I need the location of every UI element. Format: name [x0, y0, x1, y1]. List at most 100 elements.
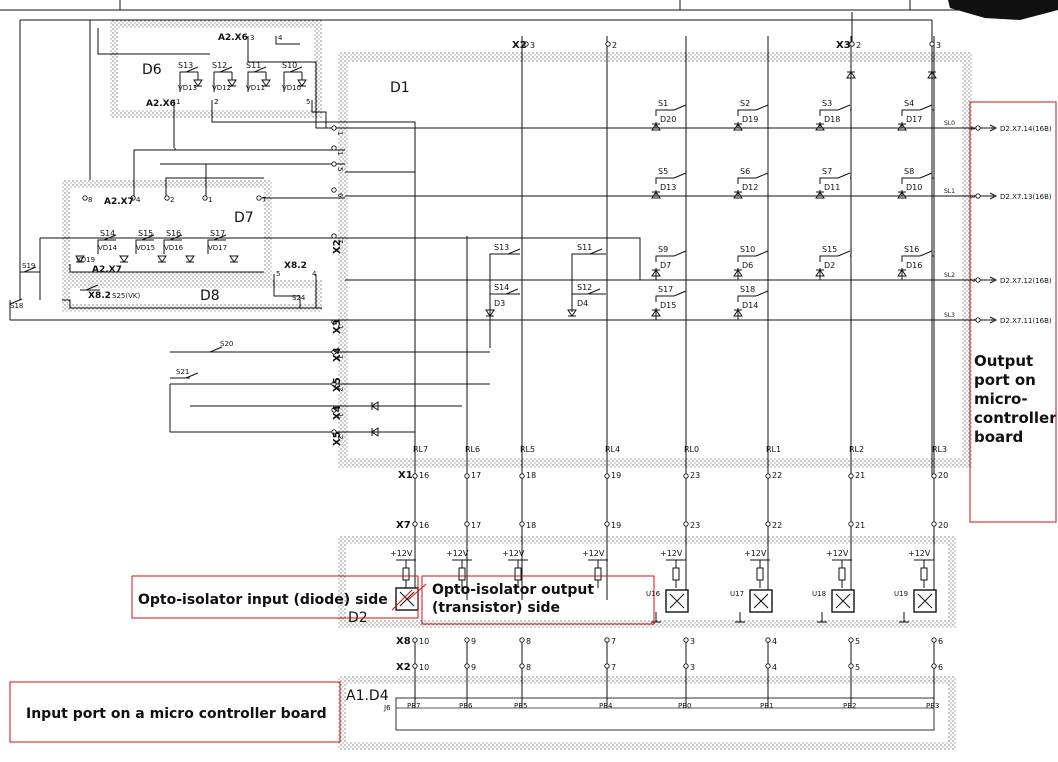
x1-pin-number: 21: [855, 471, 865, 480]
a2x7-pin: 1: [208, 196, 212, 204]
diode-label: D4: [577, 299, 588, 308]
diode-label: D15: [660, 301, 676, 310]
d6-wire: [283, 71, 302, 92]
d7-switch-label: S17: [210, 229, 225, 238]
d7-diode: [185, 255, 195, 263]
switch-label: S4: [904, 99, 914, 108]
return-line-label: RL3: [932, 445, 947, 454]
x2-pin-number: 8: [526, 663, 531, 672]
output-pin: [975, 277, 981, 283]
x7-pin-number: 22: [772, 521, 782, 530]
matrix-switch: [673, 290, 687, 297]
x2-pin: [931, 663, 937, 669]
d6-diode-label: VD13: [178, 84, 197, 92]
top-pin: 2: [612, 41, 617, 50]
diode-top-1: [846, 71, 856, 79]
d7-switch-label: S14: [100, 229, 115, 238]
left-port-pin: [331, 187, 337, 193]
diode-label: D14: [742, 301, 758, 310]
opto-label: U19: [894, 590, 908, 598]
opto-line: [669, 593, 685, 609]
port-bit-label: PB1: [760, 702, 773, 710]
x8-pin: [604, 637, 610, 643]
switch-label: S2: [740, 99, 750, 108]
left-port-pin: [331, 407, 337, 413]
left-port-pin-number: 5: [336, 167, 344, 171]
output-pin: [975, 193, 981, 199]
matrix-diode: [651, 123, 661, 131]
wire: [62, 299, 322, 309]
x7-pin: [683, 521, 689, 527]
x1-pin: [519, 473, 525, 479]
opto-output-annotation: Opto-isolator output: [432, 582, 594, 598]
matrix-switch: [919, 250, 933, 257]
j6-label: J6: [383, 704, 391, 712]
left-port-pin-number: 1: [336, 355, 344, 359]
pullup-resistor: [458, 567, 466, 581]
scan-line-label: SL0: [944, 120, 955, 127]
d6-diode-label: VD11: [246, 84, 265, 92]
return-line-label: RL1: [766, 445, 781, 454]
wire: [273, 274, 301, 308]
x2-mid-label: X2: [332, 239, 343, 254]
x7-pin: [464, 521, 470, 527]
pullup-resistor: [838, 567, 846, 581]
d7-switch-label: S15: [138, 229, 153, 238]
opto-line: [835, 593, 851, 609]
switch-label: S18: [740, 285, 755, 294]
x8-pin: [519, 637, 525, 643]
diode-label: D20: [660, 115, 676, 124]
opto-output-annotation: (transistor) side: [432, 600, 560, 616]
vd19-diode: [75, 255, 85, 263]
x4-label: X4: [332, 347, 343, 362]
switch-label: S3: [822, 99, 832, 108]
d7-wire: [207, 239, 226, 254]
opto-line: [753, 593, 769, 609]
wire: [211, 100, 416, 168]
supply-label: +12V: [826, 549, 849, 558]
switch-label: S16: [904, 245, 919, 254]
port-bit-label: PB3: [926, 702, 939, 710]
supply-label: +12V: [744, 549, 767, 558]
x7-pin-number: 21: [855, 521, 865, 530]
x8-pin-number: 10: [419, 637, 429, 646]
switch-label: S19: [22, 262, 35, 270]
x1-pin: [412, 473, 418, 479]
x7-pin: [765, 521, 771, 527]
x2-pin-number: 4: [772, 663, 777, 672]
switch-label: S11: [577, 243, 592, 252]
matrix-switch: [755, 290, 769, 297]
x82-label: X8.2: [284, 261, 307, 271]
matrix-diode: [651, 269, 661, 277]
d7-label: D7: [234, 210, 254, 226]
matrix-diode: [815, 123, 825, 131]
output-port-annotation: controller: [974, 409, 1057, 427]
x4-label: X4: [332, 405, 343, 420]
wire: [174, 148, 345, 151]
d7-switch: [169, 234, 183, 241]
switch-label: S13: [494, 243, 509, 252]
switch-label: S6: [740, 167, 750, 176]
d7-diode-label: VD14: [98, 244, 118, 252]
x8-label: X8: [396, 636, 411, 647]
right-pin-number: 2: [968, 278, 976, 282]
wire: [247, 36, 322, 129]
left-port-pin-number: 6: [336, 193, 344, 198]
x2-pin: [683, 663, 689, 669]
x82-pin: 5: [276, 270, 280, 278]
x1-pin: [683, 473, 689, 479]
d6-switch-label: S11: [246, 61, 261, 70]
supply-label: +12V: [390, 549, 413, 558]
x5-label: X5: [332, 431, 343, 446]
port-bit-label: PB4: [599, 702, 613, 710]
x2-pin-number: 10: [419, 663, 429, 672]
opto-label: U18: [812, 590, 826, 598]
wire: [69, 264, 264, 273]
x8-pin: [412, 637, 418, 643]
x2-bot-label: X2: [396, 662, 411, 673]
d7-switch: [103, 234, 117, 241]
x8-pin-number: 6: [938, 637, 943, 646]
left-port-pin: [331, 319, 337, 325]
right-pin-number: 1: [968, 318, 976, 322]
cell-wire: [737, 109, 756, 116]
